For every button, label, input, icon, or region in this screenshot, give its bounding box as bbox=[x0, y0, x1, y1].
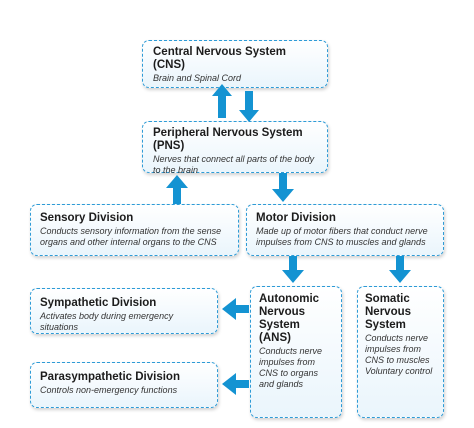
pns-desc: Nerves that connect all parts of the bod… bbox=[153, 154, 315, 175]
parasympathetic-node: Parasympathetic Division Controls non-em… bbox=[30, 362, 218, 408]
arrow-sensory-to-pns bbox=[166, 175, 188, 204]
arrow-pns-to-cns bbox=[212, 84, 232, 118]
motor-node: Motor Division Made up of motor fibers t… bbox=[246, 204, 444, 256]
sensory-node: Sensory Division Conducts sensory inform… bbox=[30, 204, 239, 256]
autonomic-node: Autonomic Nervous System (ANS) Conducts … bbox=[250, 286, 342, 418]
somatic-title: Somatic Nervous System bbox=[365, 293, 412, 331]
autonomic-title: Autonomic Nervous System (ANS) bbox=[259, 293, 320, 344]
arrow-autonomic-to-sympathetic bbox=[222, 298, 249, 320]
arrow-motor-to-somatic bbox=[389, 256, 411, 283]
cns-desc: Brain and Spinal Cord bbox=[153, 73, 242, 83]
sympathetic-title: Sympathetic Division bbox=[40, 297, 157, 309]
pns-node: Peripheral Nervous System (PNS) Nerves t… bbox=[142, 121, 328, 175]
sensory-title: Sensory Division bbox=[40, 212, 134, 224]
parasympathetic-desc: Controls non-emergency functions bbox=[40, 385, 178, 395]
cns-node: Central Nervous System (CNS) Brain and S… bbox=[142, 40, 328, 88]
arrow-pns-to-motor bbox=[272, 173, 294, 202]
cns-title: Central Nervous System (CNS) bbox=[153, 46, 286, 71]
motor-desc: Made up of motor fibers that conduct ner… bbox=[256, 226, 428, 247]
motor-title: Motor Division bbox=[256, 212, 336, 224]
pns-title: Peripheral Nervous System (PNS) bbox=[153, 127, 303, 152]
autonomic-desc: Conducts nerve impulses from CNS to orga… bbox=[259, 346, 323, 389]
parasympathetic-title: Parasympathetic Division bbox=[40, 371, 180, 383]
arrow-autonomic-to-parasympathetic bbox=[222, 373, 249, 395]
sensory-desc: Conducts sensory information from the se… bbox=[40, 226, 222, 247]
somatic-desc: Conducts nerve impulses from CNS to musc… bbox=[365, 333, 433, 376]
sympathetic-desc: Activates body during emergency situatio… bbox=[40, 311, 174, 332]
arrow-motor-to-autonomic bbox=[282, 256, 304, 283]
sympathetic-node: Sympathetic Division Activates body duri… bbox=[30, 288, 218, 334]
somatic-node: Somatic Nervous System Conducts nerve im… bbox=[357, 286, 444, 418]
arrow-cns-to-pns bbox=[239, 91, 259, 122]
